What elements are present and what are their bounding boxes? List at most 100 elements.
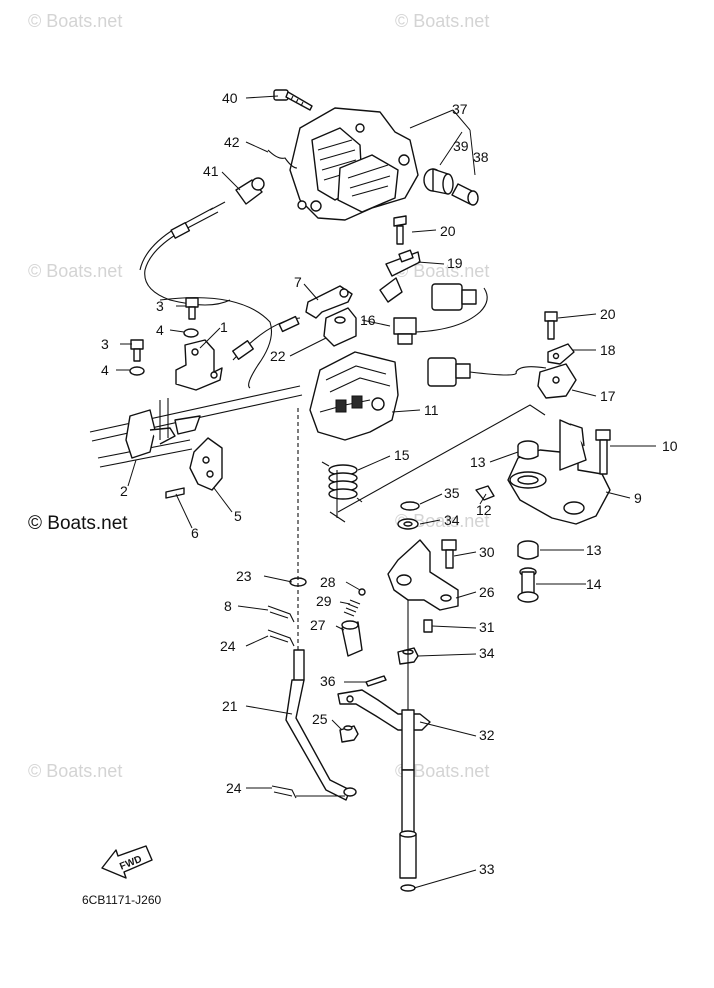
callout-26: 26 <box>479 584 495 600</box>
watermark-text: © Boats.net <box>395 261 489 281</box>
callout-22: 22 <box>270 348 286 364</box>
bolt-30 <box>441 539 457 569</box>
callout-30: 30 <box>479 544 495 560</box>
spring-15 <box>321 461 363 503</box>
actuator-assembly-37 <box>289 107 419 221</box>
callout-32: 32 <box>479 727 495 743</box>
callout-3: 3 <box>101 336 109 352</box>
watermarks: © Boats.net © Boats.net © Boats.net © Bo… <box>28 11 489 781</box>
callout-21: 21 <box>222 698 238 714</box>
throttle-cable-outer <box>139 207 214 271</box>
callout-10: 10 <box>662 438 678 454</box>
callout-18: 18 <box>600 342 616 358</box>
guide-line <box>329 470 346 523</box>
callout-38: 38 <box>473 149 489 165</box>
callout-13: 13 <box>586 542 602 558</box>
callout-39: 39 <box>453 138 469 154</box>
oring-33 <box>400 884 416 892</box>
callout-37: 37 <box>452 101 468 117</box>
sensor-16 <box>393 283 488 345</box>
callout-4: 4 <box>101 362 109 378</box>
callout-2: 2 <box>120 483 128 499</box>
callout-1: 1 <box>220 319 228 335</box>
watermark-text: © Boats.net <box>28 761 122 781</box>
spring-29 <box>343 599 361 617</box>
callout-34: 34 <box>444 512 460 528</box>
callout-20: 20 <box>440 223 456 239</box>
leader-lines <box>116 95 656 889</box>
callout-36: 36 <box>320 673 336 689</box>
watermark-text: © Boats.net <box>395 11 489 31</box>
callout-12: 12 <box>476 502 492 518</box>
collar-13 <box>517 540 539 560</box>
fwd-arrow-icon: FWD <box>101 845 153 879</box>
bolt-12 <box>475 485 495 501</box>
washer-4 <box>129 366 145 376</box>
washer-34 <box>397 518 419 530</box>
callout-8: 8 <box>224 598 232 614</box>
callout-14: 14 <box>586 576 602 592</box>
watermark-text: © Boats.net <box>28 11 122 31</box>
bracket-18 <box>547 343 575 365</box>
bracket-1 <box>175 339 223 391</box>
washer-4 <box>183 328 199 338</box>
watermark-text: © Boats.net <box>28 261 122 281</box>
callout-40: 40 <box>222 90 238 106</box>
callout-11: 11 <box>424 402 439 418</box>
callout-31: 31 <box>479 619 495 635</box>
bolt-3 <box>130 339 144 362</box>
joint-41 <box>235 177 265 205</box>
callout-24: 24 <box>220 638 236 654</box>
pin-36 <box>365 675 387 687</box>
callout-23: 23 <box>236 568 252 584</box>
callouts: 40 37 42 39 38 41 20 19 7 3 1 4 16 20 18… <box>101 90 678 877</box>
clip-42 <box>267 149 298 169</box>
callout-19: 19 <box>447 255 463 271</box>
bolt-10 <box>595 429 611 475</box>
shift-cable <box>159 297 273 389</box>
callout-35: 35 <box>444 485 460 501</box>
bolt-3 <box>185 297 199 320</box>
callout-6: 6 <box>191 525 199 541</box>
callout-13: 13 <box>470 454 486 470</box>
callout-5: 5 <box>234 508 242 524</box>
clip-8 <box>267 605 295 623</box>
shaft <box>401 709 415 771</box>
callout-42: 42 <box>224 134 240 150</box>
callout-29: 29 <box>316 593 332 609</box>
callout-9: 9 <box>634 490 642 506</box>
callout-4: 4 <box>156 322 164 338</box>
lever-22 <box>323 307 357 347</box>
washer-35 <box>400 501 420 511</box>
cable-fitting <box>278 315 300 333</box>
bracket-2 <box>125 409 156 459</box>
callout-20: 20 <box>600 306 616 322</box>
callout-28: 28 <box>320 574 336 590</box>
callout-3: 3 <box>156 298 164 314</box>
rail <box>89 385 303 442</box>
callout-25: 25 <box>312 711 328 727</box>
ball-28 <box>358 588 366 596</box>
collar-13 <box>517 440 539 460</box>
bolt-14 <box>517 567 539 603</box>
clip-24 <box>267 629 295 647</box>
watermark-text: © Boats.net <box>395 511 489 531</box>
bushing-38 <box>451 183 479 206</box>
connector-17 <box>427 357 577 399</box>
bolt-40 <box>273 89 313 111</box>
throttle-cable <box>144 211 231 306</box>
callout-33: 33 <box>479 861 495 877</box>
watermark-text: © Boats.net <box>395 761 489 781</box>
cable-fitting <box>170 222 191 239</box>
bolt-20 <box>544 311 558 340</box>
callout-15: 15 <box>394 447 410 463</box>
collar-39 <box>423 168 454 195</box>
nut-25 <box>339 725 359 743</box>
diagram-code: 6CB1171-J260 <box>82 893 161 907</box>
callout-24: 24 <box>226 780 242 796</box>
lever-26 <box>387 539 459 611</box>
bolt-20 <box>393 215 407 245</box>
callout-41: 41 <box>203 163 219 179</box>
callout-7: 7 <box>294 274 302 290</box>
